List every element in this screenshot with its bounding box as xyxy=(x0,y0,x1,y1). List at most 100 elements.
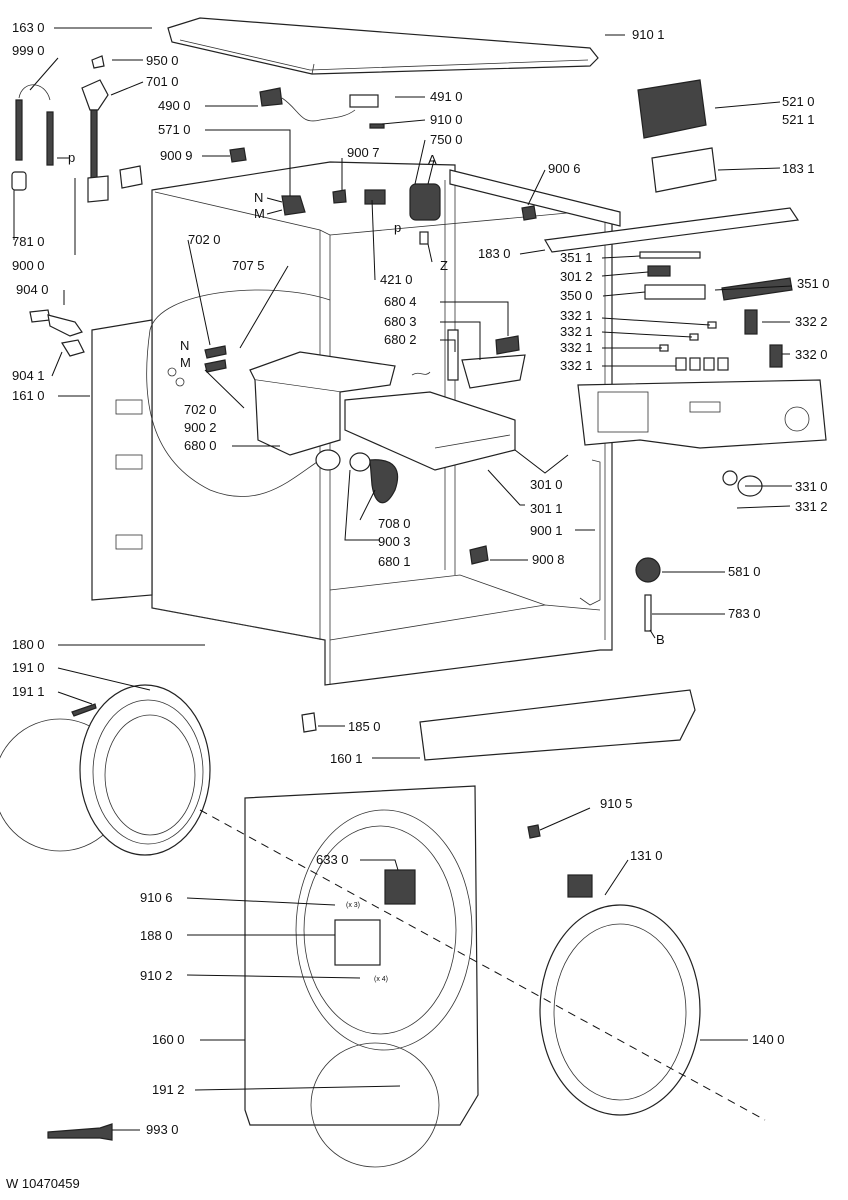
wiring-cable xyxy=(281,97,356,122)
callout-label: 191 2 xyxy=(152,1082,185,1097)
wiring-490-part xyxy=(259,87,283,107)
callout-label: 702 0 xyxy=(188,232,221,247)
pressure-switch-part xyxy=(635,557,661,583)
callout-label: 332 1 xyxy=(560,324,593,339)
callout-label: 180 0 xyxy=(12,637,45,652)
callout-label: 490 0 xyxy=(158,98,191,113)
part-3322 xyxy=(744,309,758,335)
part-3510 xyxy=(721,277,793,301)
assembly-axis xyxy=(199,809,766,1121)
filter-571-part xyxy=(281,195,306,216)
stem-701-part xyxy=(81,79,109,181)
callout-label: 910 2 xyxy=(140,968,173,983)
part-6804 xyxy=(495,335,520,355)
callout-label: p xyxy=(394,220,401,235)
callout-label: M xyxy=(180,355,191,370)
callout-label: 633 0 xyxy=(316,852,349,867)
leader-lines xyxy=(13,27,793,1131)
callout-label: 910 6 xyxy=(140,890,173,905)
clip-900-2b xyxy=(175,377,185,387)
callout-label: 680 3 xyxy=(384,314,417,329)
part-3320 xyxy=(769,344,783,368)
callout-label: 332 1 xyxy=(560,340,593,355)
callout-label: Z xyxy=(440,258,448,273)
control-board-1831-part xyxy=(651,147,717,193)
door-lock-6330 xyxy=(384,869,416,905)
valve-421-part xyxy=(364,189,386,205)
document-id: W 10470459 xyxy=(6,1176,80,1191)
foot-904-part xyxy=(29,309,83,337)
board-3500-part xyxy=(644,284,706,300)
callout-label: 421 0 xyxy=(380,272,413,287)
callout-label: 900 1 xyxy=(530,523,563,538)
callout-label: 131 0 xyxy=(630,848,663,863)
callout-label: 900 6 xyxy=(548,161,581,176)
foot-1850-part xyxy=(301,712,317,733)
callout-label: 702 0 xyxy=(184,402,217,417)
callout-label: 571 0 xyxy=(158,122,191,137)
quantity-note: (x 4) xyxy=(374,976,388,983)
callout-label: 581 0 xyxy=(728,564,761,579)
inlet-hose-part xyxy=(11,84,54,191)
rear-rail-part xyxy=(449,169,621,227)
door-assembly-part xyxy=(539,904,701,1116)
inlet-valve-part xyxy=(409,183,441,245)
callout-label: 999 0 xyxy=(12,43,45,58)
quantity-note: (x 3) xyxy=(346,902,360,909)
button-set-3321d xyxy=(675,357,729,371)
callout-label: 350 0 xyxy=(560,288,593,303)
callout-label: 191 1 xyxy=(12,684,45,699)
part-6803 xyxy=(447,329,459,381)
callout-label: 521 1 xyxy=(782,112,815,127)
callout-label: 680 4 xyxy=(384,294,417,309)
callout-label: A xyxy=(428,152,437,167)
callout-label: 191 0 xyxy=(12,660,45,675)
callout-label: 783 0 xyxy=(728,606,761,621)
callout-label: 183 1 xyxy=(782,161,815,176)
callout-label: 163 0 xyxy=(12,20,45,35)
callout-label: 332 1 xyxy=(560,358,593,373)
top-lid-part xyxy=(167,17,599,75)
callout-label: 904 0 xyxy=(16,282,49,297)
hinge-1310 xyxy=(567,874,593,898)
front-panel-part xyxy=(244,785,479,1126)
callout-label: 332 1 xyxy=(560,308,593,323)
cap-950-part xyxy=(91,55,105,69)
gasket-wire-1912 xyxy=(310,1042,440,1168)
callout-label: M xyxy=(254,206,265,221)
clip-900-2a xyxy=(167,367,177,377)
stem-parts xyxy=(119,165,143,189)
foot-9041-part xyxy=(61,339,85,357)
connector-702-part xyxy=(204,345,227,359)
clip-9009-part xyxy=(229,147,247,163)
callout-label: 900 2 xyxy=(184,420,217,435)
clip-9008-part xyxy=(469,545,489,565)
callout-label: 183 0 xyxy=(478,246,511,261)
callout-label: 950 0 xyxy=(146,53,179,68)
wiring-harness-part xyxy=(579,459,601,606)
detail-bubble xyxy=(146,289,331,497)
callout-label: 301 2 xyxy=(560,269,593,284)
callout-label: 993 0 xyxy=(146,1122,179,1137)
front-rail-part xyxy=(544,207,800,253)
knob-ring-3312 xyxy=(722,470,738,486)
control-board-521-part xyxy=(637,79,707,139)
callout-label: 301 0 xyxy=(530,477,563,492)
callout-label: 680 0 xyxy=(184,438,217,453)
callout-label: 185 0 xyxy=(348,719,381,734)
callout-labels: 163 0 910 1 999 0 950 0 701 0 490 0 491 … xyxy=(12,20,830,1137)
callout-label: 900 0 xyxy=(12,258,45,273)
clip-9007-part xyxy=(332,189,347,204)
dispenser-hose-part xyxy=(349,452,399,504)
callout-label: B xyxy=(656,632,665,647)
callout-label: 140 0 xyxy=(752,1032,785,1047)
callout-label: 900 7 xyxy=(347,145,380,160)
callout-label: 332 0 xyxy=(795,347,828,362)
callout-label: 351 1 xyxy=(560,250,593,265)
screw-9100-part xyxy=(369,123,385,129)
callout-label: 160 1 xyxy=(330,751,363,766)
callout-label: 351 0 xyxy=(797,276,830,291)
callout-label: 701 0 xyxy=(146,74,179,89)
strip-3511-part xyxy=(639,251,701,259)
